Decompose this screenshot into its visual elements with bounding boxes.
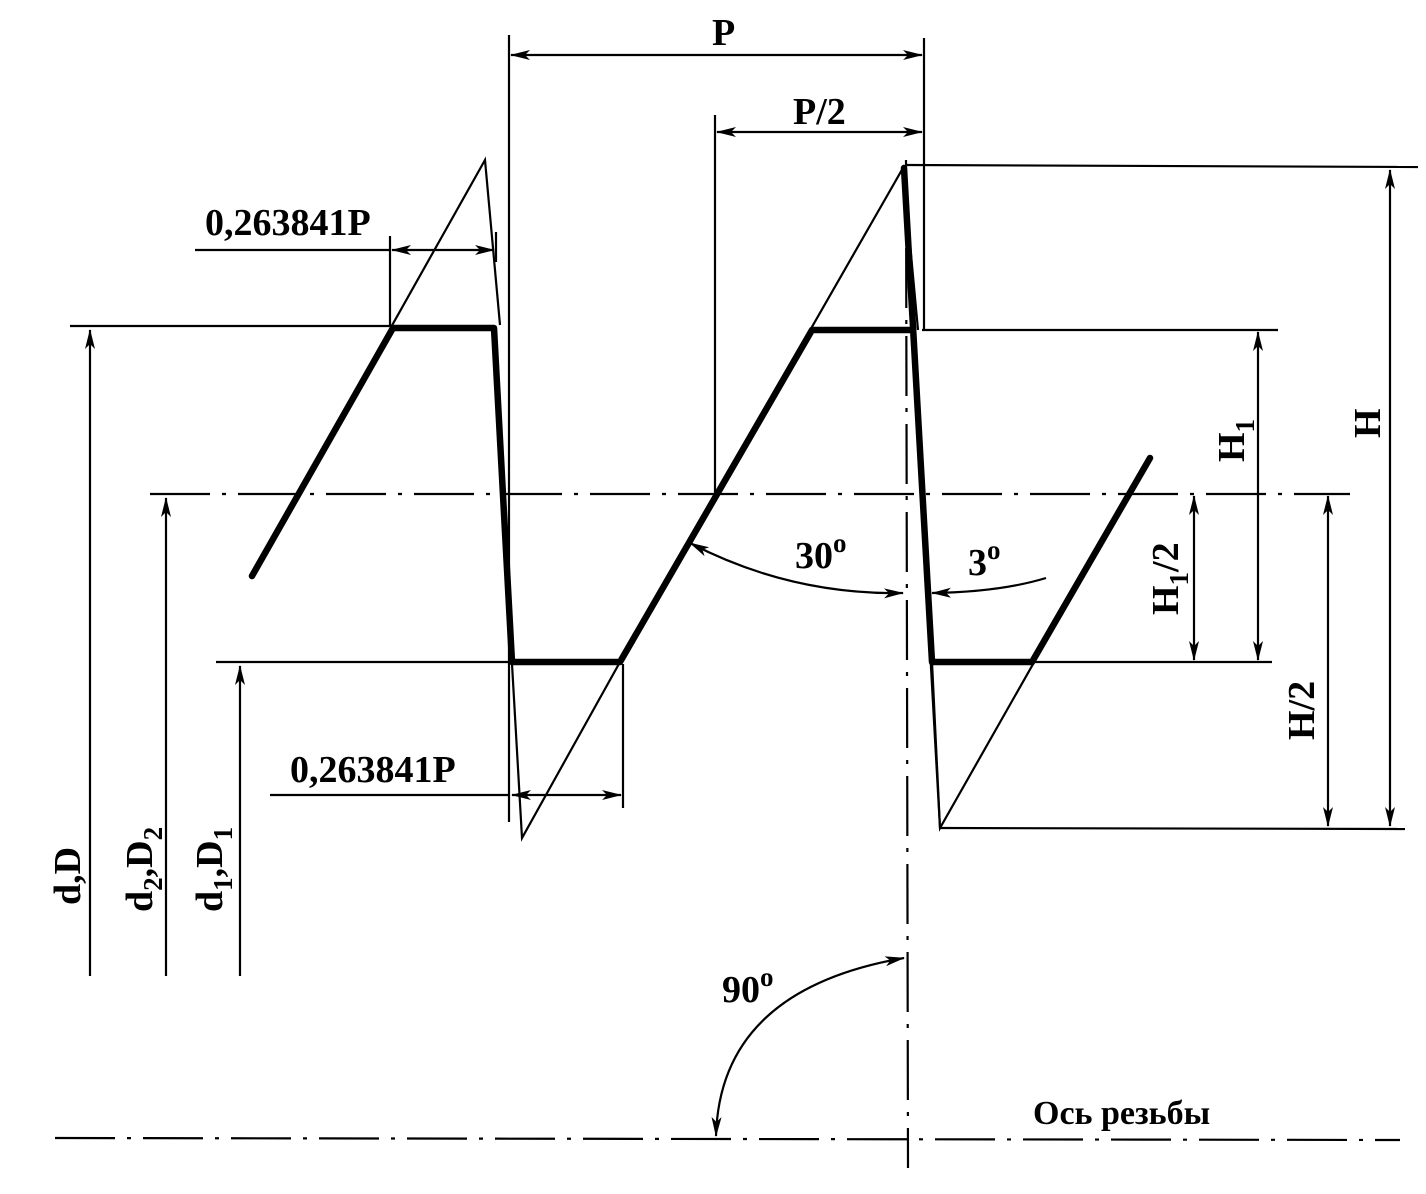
half-h-label: H/2 bbox=[1281, 681, 1323, 740]
half-h1-label: H1/2 bbox=[1145, 542, 1194, 615]
major-diameter-label: d,D bbox=[47, 847, 89, 905]
angle-3-label: 3o bbox=[968, 535, 1001, 584]
height-h1-label: H1 bbox=[1211, 419, 1260, 462]
fundamental-triangle-mid bbox=[510, 661, 621, 842]
flat-bottom-label: 0,263841P bbox=[290, 749, 456, 791]
top-peak-extension-line bbox=[905, 163, 1419, 169]
angle-90-label: 90o bbox=[722, 962, 774, 1011]
pitch-diameter-label: d2,D2 bbox=[119, 827, 168, 912]
half-pitch-label: P/2 bbox=[793, 91, 846, 133]
vertical-reference-line bbox=[904, 159, 910, 1169]
bottom-valley-extension-line bbox=[939, 826, 1406, 831]
angle-30-arc bbox=[689, 542, 904, 599]
minor-diameter-label: d1,D1 bbox=[189, 827, 238, 912]
thread-axis-line bbox=[54, 1136, 1401, 1142]
flat-top-label: 0,263841P bbox=[205, 202, 371, 244]
angle-3-arc bbox=[931, 576, 1047, 598]
pitch-label: P bbox=[712, 12, 735, 54]
height-h-label: H bbox=[1347, 408, 1389, 438]
angle-90-arc bbox=[711, 956, 905, 1137]
angle-30-label: 30o bbox=[795, 528, 847, 577]
thread-profile-right-flank bbox=[900, 164, 1154, 666]
thread-axis-label: Ось резьбы bbox=[1033, 1095, 1210, 1132]
thread-profile-left bbox=[248, 324, 916, 666]
